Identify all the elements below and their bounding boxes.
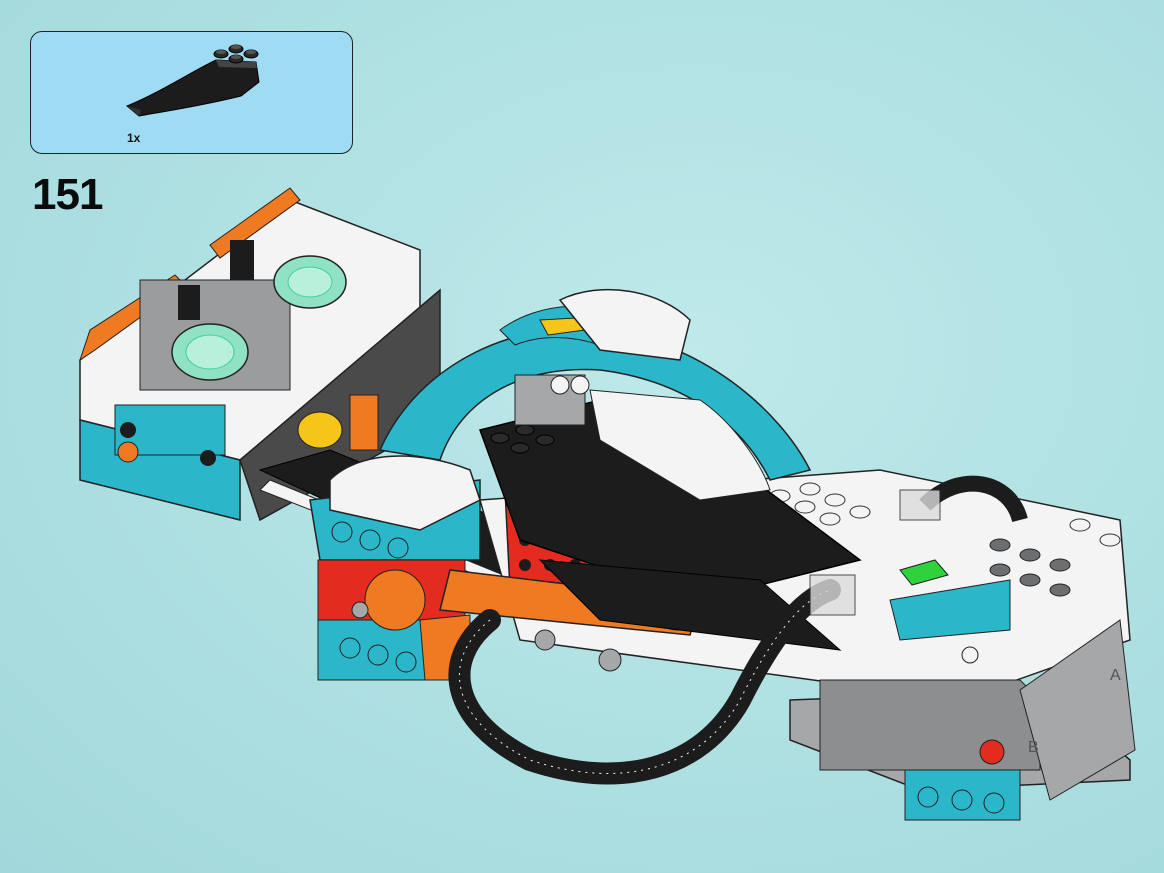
parts-callout: 1x — [30, 31, 353, 154]
part-quantity-label: 1x — [127, 131, 141, 145]
step-number: 151 — [32, 170, 103, 219]
svg-text:B: B — [1028, 739, 1039, 756]
svg-text:A: A — [1110, 667, 1121, 684]
curved-slope-brick-icon — [126, 44, 260, 117]
